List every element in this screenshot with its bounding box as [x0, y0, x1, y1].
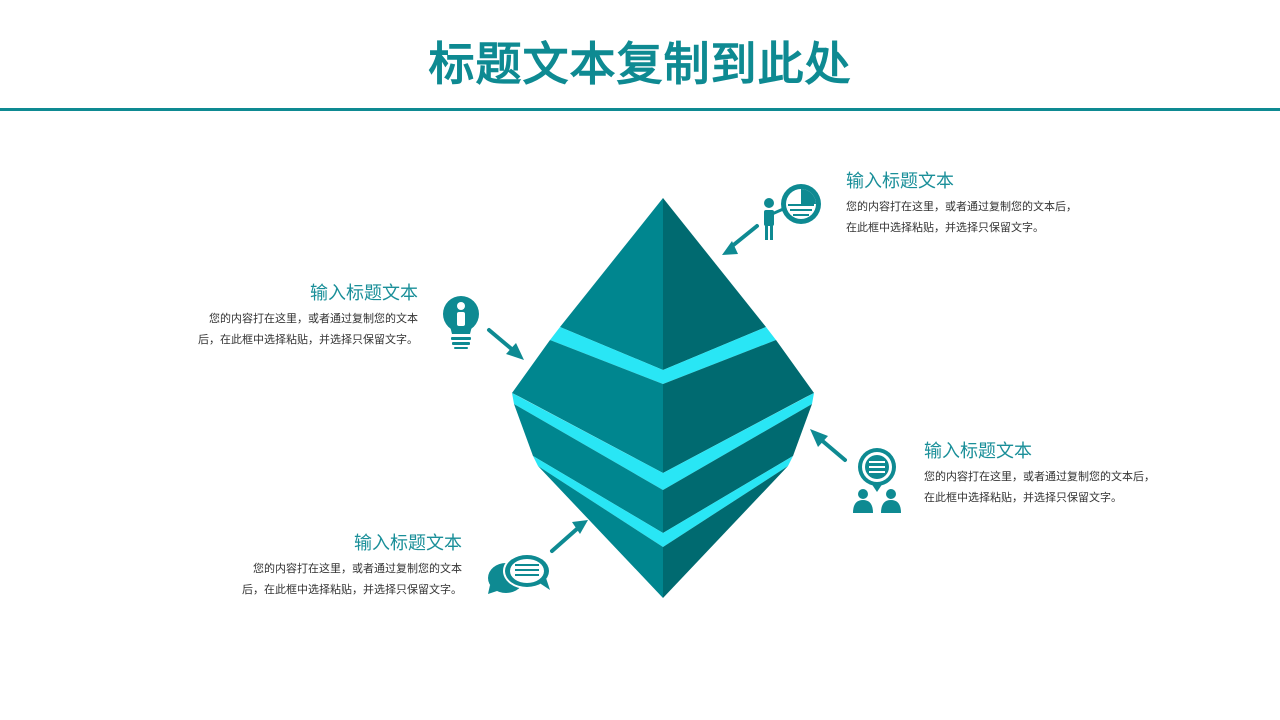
- top-pyramid-left-face: [560, 198, 663, 370]
- text-block-left: 输入标题文本 您的内容打在这里，或者通过复制您的文本 后，在此框中选择粘贴，并选…: [158, 282, 418, 350]
- arrow-bottom-left-head: [572, 520, 588, 534]
- band-1: [550, 327, 776, 384]
- arrow-left: [487, 328, 516, 353]
- arrow-top-right-head: [722, 241, 738, 255]
- text-block-top-right: 输入标题文本 您的内容打在这里，或者通过复制您的文本后， 在此框中选择粘贴，并选…: [846, 170, 1106, 238]
- presentation-icon: [764, 184, 821, 240]
- description-line: 您的内容打在这里，或者通过复制您的文本: [209, 312, 418, 325]
- bottom-tip-left-face: [538, 466, 663, 598]
- block-description: 您的内容打在这里，或者通过复制您的文本后， 在此框中选择粘贴，并选择只保留文字。: [924, 466, 1184, 508]
- description-line: 您的内容打在这里，或者通过复制您的文本后，: [924, 470, 1155, 483]
- arrow-top-right: [729, 224, 759, 249]
- top-pyramid-right-face: [663, 198, 766, 370]
- layer-2-right-face: [663, 340, 814, 473]
- arrow-left-head: [506, 343, 524, 360]
- block-heading: 输入标题文本: [846, 171, 954, 192]
- block-description: 您的内容打在这里，或者通过复制您的文本 后，在此框中选择粘贴，并选择只保留文字。: [158, 308, 418, 350]
- arrow-right: [817, 436, 847, 462]
- layer-2-left-face: [512, 340, 663, 473]
- chat-bubbles-icon: [488, 553, 551, 594]
- page-title: 标题文本复制到此处: [428, 37, 852, 91]
- arrow-right-head: [810, 429, 828, 447]
- arrow-bottom-left: [550, 526, 580, 553]
- bottom-tip-right-face: [663, 466, 788, 598]
- block-heading: 输入标题文本: [924, 441, 1032, 462]
- description-line: 后，在此框中选择粘贴，并选择只保留文字。: [198, 333, 418, 346]
- description-line: 您的内容打在这里，或者通过复制您的文本后，: [846, 200, 1077, 213]
- layer-3-left-face: [514, 404, 663, 533]
- block-description: 您的内容打在这里，或者通过复制您的文本后， 在此框中选择粘贴，并选择只保留文字。: [846, 196, 1106, 238]
- description-line: 在此框中选择粘贴，并选择只保留文字。: [924, 491, 1122, 504]
- description-line: 后，在此框中选择粘贴，并选择只保留文字。: [242, 583, 462, 596]
- description-line: 您的内容打在这里，或者通过复制您的文本: [253, 562, 462, 575]
- layer-3-right-face: [663, 404, 812, 533]
- block-heading: 输入标题文本: [354, 533, 462, 554]
- title-divider: [0, 108, 1280, 111]
- block-description: 您的内容打在这里，或者通过复制您的文本 后，在此框中选择粘贴，并选择只保留文字。: [202, 558, 462, 600]
- text-block-right: 输入标题文本 您的内容打在这里，或者通过复制您的文本后， 在此框中选择粘贴，并选…: [924, 440, 1184, 508]
- lightbulb-icon: [443, 296, 479, 349]
- text-block-bottom-left: 输入标题文本 您的内容打在这里，或者通过复制您的文本 后，在此框中选择粘贴，并选…: [202, 532, 462, 600]
- discussion-icon: [853, 448, 901, 513]
- description-line: 在此框中选择粘贴，并选择只保留文字。: [846, 221, 1044, 234]
- block-heading: 输入标题文本: [310, 283, 418, 304]
